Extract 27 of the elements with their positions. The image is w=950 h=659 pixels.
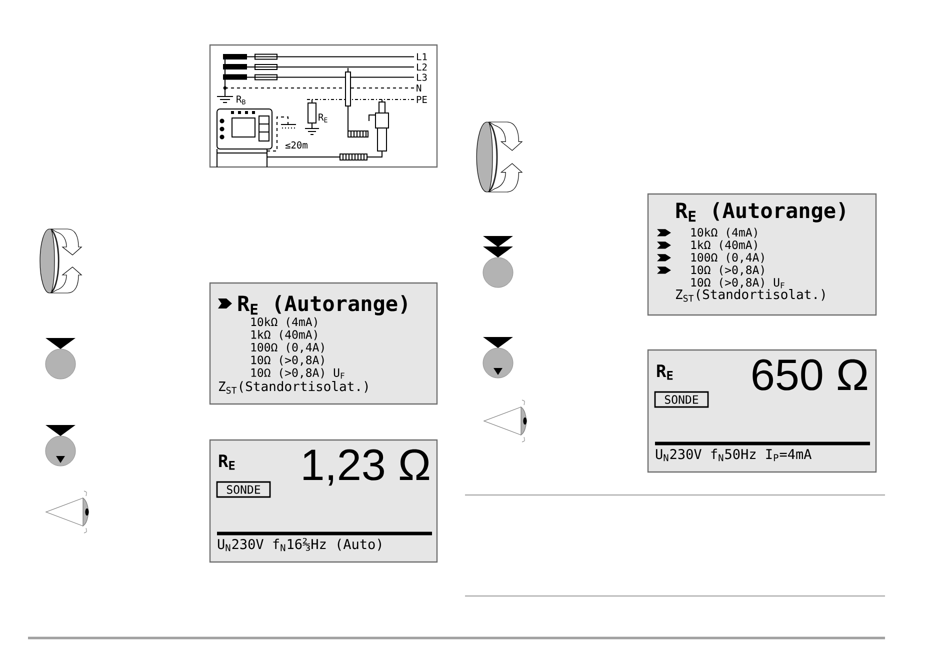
display-tag: SONDE (654, 391, 709, 408)
status-line: U$_{N}$230V f$_{N}$50Hz I$_{P}$=4mA (656, 448, 812, 462)
quantity-label: R$_{E}$ (219, 454, 235, 470)
menu-item: 1kΩ (40mA) (251, 330, 317, 340)
line-label: PE (416, 96, 427, 103)
measured-value: 1,23 Ω (304, 449, 430, 486)
menu-item: 10Ω (>0,8A) (251, 355, 324, 366)
menu-item: 1kΩ (40mA) (691, 240, 757, 251)
line-label: L1 (417, 53, 427, 60)
status-line: U$_{N}$230V f$_{N}$16⅔Hz (Auto) (218, 538, 381, 552)
menu-title: R$_{E}$ (Autorange) (676, 202, 845, 222)
menu-item: Z$_{ST}$(Standortisolat.) (219, 381, 368, 394)
line-label: L2 (417, 63, 427, 71)
line-label: L3 (417, 74, 427, 81)
line-label: N (416, 84, 422, 92)
quantity-label: R$_{E}$ (657, 364, 673, 380)
display-tag: SONDE (216, 481, 271, 498)
menu-item: 10Ω (>0,8A) U$_{F}$ (691, 278, 784, 288)
menu-item: 100Ω (0,4A) (691, 252, 764, 264)
menu-item: 10Ω (>0,8A) U$_{F}$ (251, 368, 344, 379)
menu-item: 100Ω (0,4A) (251, 342, 324, 354)
menu-item: 10Ω (>0,8A) (691, 265, 764, 276)
menu-title: R$_{E}$ (Autorange) (238, 295, 407, 316)
menu-item: 10kΩ (4mA) (691, 228, 757, 238)
menu-item: 10kΩ (4mA) (251, 317, 317, 328)
menu-item: Z$_{ST}$(Standortisolat.) (676, 289, 825, 302)
measured-value: 650 Ω (752, 359, 868, 390)
